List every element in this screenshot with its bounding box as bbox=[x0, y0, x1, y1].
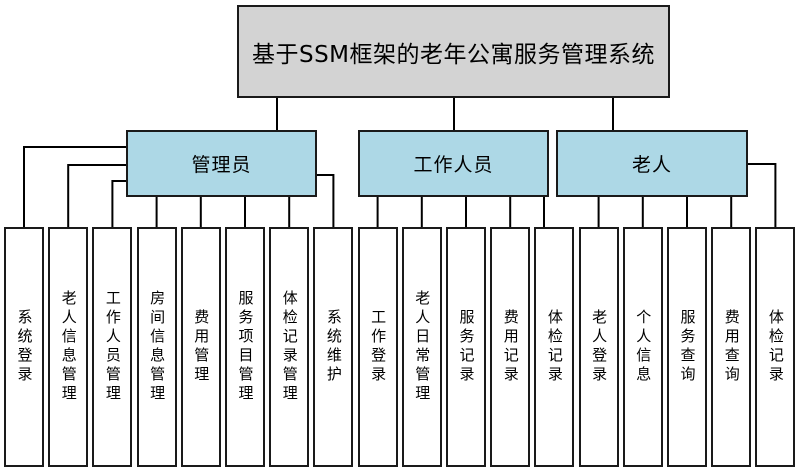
leaf-node-label: 系统登录 bbox=[15, 309, 34, 385]
leaf-node: 老人信息管理 bbox=[48, 227, 89, 467]
leaf-node: 系统维护 bbox=[313, 227, 354, 467]
leaf-node-label: 工作人员管理 bbox=[103, 290, 122, 404]
leaf-node: 个人信息 bbox=[622, 227, 663, 467]
leaf-node: 工作登录 bbox=[357, 227, 398, 467]
leaf-node-label: 系统维护 bbox=[324, 309, 343, 385]
leaf-node: 服务查询 bbox=[667, 227, 707, 467]
leaf-node-label: 老人登录 bbox=[590, 309, 609, 385]
leaf-node-label: 老人信息管理 bbox=[59, 290, 78, 404]
leaf-node: 费用记录 bbox=[490, 227, 531, 467]
role-node-admin: 管理员 bbox=[126, 130, 317, 197]
root-node-label: 基于SSM框架的老年公寓服务管理系统 bbox=[251, 41, 656, 68]
role-node-elder: 老人 bbox=[556, 130, 748, 197]
leaf-node: 费用查询 bbox=[711, 227, 752, 467]
leaf-node: 老人登录 bbox=[578, 227, 619, 467]
leaf-node-label: 服务查询 bbox=[678, 309, 697, 385]
leaf-node-label: 工作登录 bbox=[369, 309, 388, 385]
leaf-node: 老人日常管理 bbox=[401, 227, 442, 467]
leaf-node-label: 体检记录 bbox=[766, 309, 785, 385]
role-node-staff: 工作人员 bbox=[358, 130, 549, 197]
leaf-node: 房间信息管理 bbox=[136, 227, 177, 467]
leaf-node: 体检记录 bbox=[534, 227, 575, 467]
leaf-node-label: 房间信息管理 bbox=[148, 290, 167, 404]
leaf-node: 服务项目管理 bbox=[225, 227, 265, 467]
leaf-node: 系统登录 bbox=[4, 227, 44, 467]
role-node-label: 老人 bbox=[631, 154, 672, 176]
leaf-node-label: 费用记录 bbox=[501, 309, 520, 385]
leaf-node-label: 老人日常管理 bbox=[413, 290, 432, 404]
leaf-node-label: 费用管理 bbox=[192, 309, 211, 385]
leaf-node: 费用管理 bbox=[180, 227, 221, 467]
leaf-node: 工作人员管理 bbox=[92, 227, 133, 467]
role-node-label: 工作人员 bbox=[413, 154, 494, 176]
leaf-node: 服务记录 bbox=[446, 227, 486, 467]
leaf-node-label: 体检记录管理 bbox=[280, 290, 299, 404]
root-node: 基于SSM框架的老年公寓服务管理系统 bbox=[237, 5, 670, 98]
leaf-node-label: 个人信息 bbox=[634, 309, 653, 385]
leaf-node-label: 服务记录 bbox=[457, 309, 476, 385]
leaf-node-label: 费用查询 bbox=[722, 309, 741, 385]
leaf-node: 体检记录 bbox=[755, 227, 796, 467]
role-node-label: 管理员 bbox=[191, 154, 252, 176]
leaf-node: 体检记录管理 bbox=[269, 227, 310, 467]
leaf-node-label: 服务项目管理 bbox=[236, 290, 255, 404]
leaf-node-label: 体检记录 bbox=[545, 309, 564, 385]
